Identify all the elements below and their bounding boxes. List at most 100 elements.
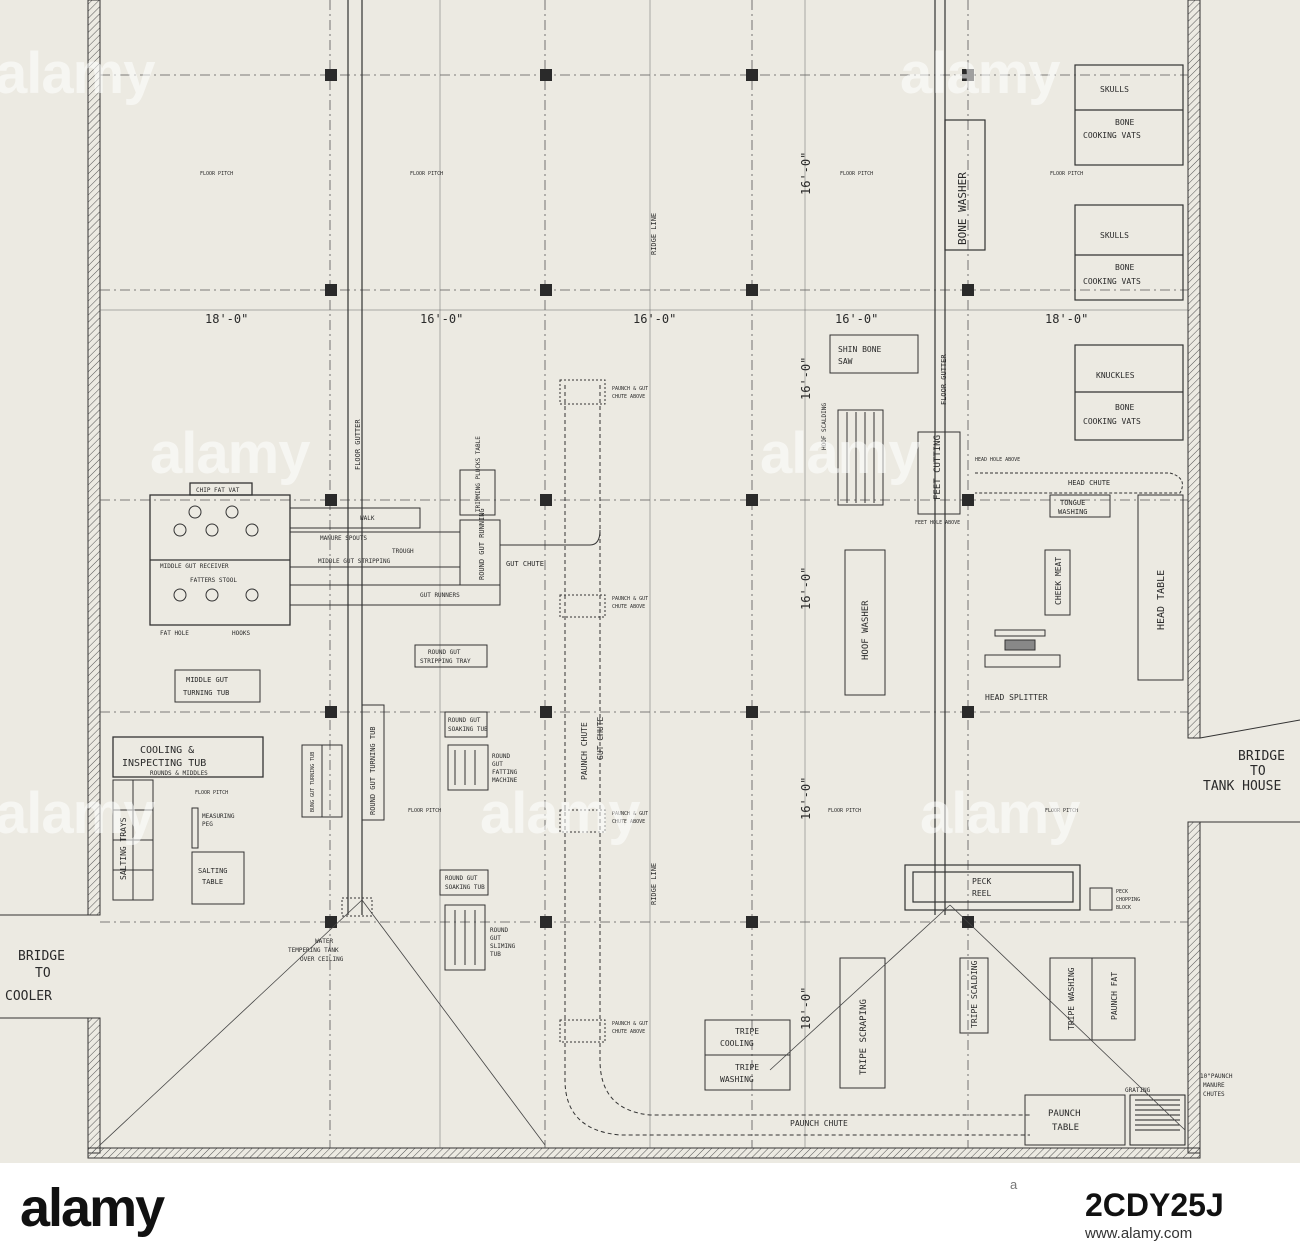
bridge-tank-label-c: TANK HOUSE <box>1203 779 1281 794</box>
middle-gut-turning-tub <box>174 669 261 703</box>
round-gut-fatting-label-c: FATTING <box>492 769 518 776</box>
bridge-cooler-label-b: TO <box>35 966 51 981</box>
measuring-peg-label-b: PEG <box>202 821 213 828</box>
shin-bone-saw-label-a: SHIN BONE <box>838 345 882 354</box>
bone-vats-3 <box>1074 344 1184 441</box>
round-gut-sliming-tub <box>444 904 486 971</box>
round-gut-sliming-label-a: ROUND <box>490 927 508 934</box>
round-gut-stripping-tray-label-a: ROUND GUT <box>428 649 461 656</box>
manure-spouts-label: MANURE SPOUTS <box>320 535 367 542</box>
columns <box>325 69 974 928</box>
bridge-tank-label-a: BRIDGE <box>1238 749 1285 764</box>
round-gut-fatting-label-d: MACHINE <box>492 777 518 784</box>
floor-plan-area: 18'-0" 16'-0" 16'-0" 16'-0" 18'-0" 16'-0… <box>0 0 1300 1163</box>
footer-url: www.alamy.com <box>1085 1225 1193 1242</box>
dim-18-left: 18'-0" <box>205 312 248 326</box>
paunch-gut-above-label-1b: CHUTE ABOVE <box>612 394 645 400</box>
tripe-scraping-label: TRIPE SCRAPING <box>859 999 869 1075</box>
feet-hole-label: FEET HOLE ABOVE <box>915 520 960 526</box>
head-splitter <box>984 629 1061 668</box>
footer-a-label: a <box>1010 1177 1018 1192</box>
chute-openings <box>559 379 606 1043</box>
dim-18-v5: 18'-0" <box>799 987 813 1030</box>
gut-chute-label: GUT CHUTE <box>506 560 544 568</box>
cooling-tub-label-c: ROUNDS & MIDDLES <box>150 770 208 777</box>
salting-trays-label: SALTING TRAYS <box>119 817 128 880</box>
head-chute-label: HEAD CHUTE <box>1068 479 1110 487</box>
floor-gutter-left: FLOOR GUTTER <box>354 419 362 470</box>
fatters-stool-label: FATTERS STOOL <box>190 577 237 584</box>
gut-cooling-tables <box>149 482 291 626</box>
cheek-meat <box>1044 549 1071 616</box>
floor-pitch-7: FLOOR PITCH <box>828 808 861 814</box>
round-gut-fatting-label-a: ROUND <box>492 753 510 760</box>
dim-16-a: 16'-0" <box>420 312 463 326</box>
round-gut-soaking-tub-2 <box>439 869 489 896</box>
head-table <box>1137 494 1184 681</box>
hoof-scalding-label: HOOF SCALDING <box>821 403 828 450</box>
head-table-label: HEAD TABLE <box>1156 570 1167 630</box>
shin-bone-saw <box>829 334 919 374</box>
peck-block-label-b: CHOPPING <box>1116 897 1140 903</box>
tripe-scalding-label: TRIPE SCALDING <box>970 960 979 1028</box>
round-gut-turning-tub-label: ROUND GUT TURNING TUB <box>369 726 377 815</box>
round-gut-soaking-tub-label-1b: SOAKING TUB <box>448 726 488 733</box>
round-gut-fatting-label-b: GUT <box>492 761 503 768</box>
paunch-chute-label-v: PAUNCH CHUTE <box>580 722 589 780</box>
middle-gut-turning-tub-label-a: MIDDLE GUT <box>186 676 229 684</box>
salting-table-label-b: TABLE <box>202 878 223 886</box>
round-gut-fatting-machine <box>447 744 489 791</box>
bone-washer <box>944 119 986 251</box>
gut-chute-label-v: GUT CHUTE <box>596 716 605 760</box>
bone-washer-label: BONE WASHER <box>956 172 969 245</box>
tripe-scraping <box>839 957 886 1089</box>
round-gut-stripping-tray <box>414 644 488 668</box>
bridge-cooler-label-c: COOLER <box>5 989 52 1004</box>
dim-18-right: 18'-0" <box>1045 312 1088 326</box>
paunch-gut-above-label-1a: PAUNCH & GUT <box>612 386 648 392</box>
trimming-plucks-table <box>459 469 496 516</box>
dim-16-v1: 16'-0" <box>799 152 813 195</box>
shin-bone-saw-label-b: SAW <box>838 357 853 366</box>
paunch-table <box>1024 1094 1126 1146</box>
grid-thin <box>100 0 1188 1148</box>
round-gut-sliming-label-b: GUT <box>490 935 501 942</box>
bridge-edges <box>0 719 1300 1019</box>
paunch-gut-above-label-2a: PAUNCH & GUT <box>612 596 648 602</box>
gut-runners-label: GUT RUNNERS <box>420 592 460 599</box>
peck-reel-label-a: PECK <box>972 877 991 886</box>
bone-vats-label-2b: COOKING VATS <box>1083 277 1141 286</box>
paunch-fat-label: PAUNCH FAT <box>1110 972 1119 1020</box>
tripe-washing-label-v: TRIPE WASHING <box>1067 967 1076 1030</box>
round-gut-soaking-tub-label-2b: SOAKING TUB <box>445 884 485 891</box>
paunch-gut-above-label-3b: CHUTE ABOVE <box>612 819 645 825</box>
floor-pitch-6: FLOOR PITCH <box>408 808 441 814</box>
head-splitter-label: HEAD SPLITTER <box>985 693 1048 702</box>
dim-16-v2: 16'-0" <box>799 357 813 400</box>
paunch-gut-above-label-4a: PAUNCH & GUT <box>612 1021 648 1027</box>
dim-16-c: 16'-0" <box>835 312 878 326</box>
round-gut-turning-tub <box>361 704 385 821</box>
roof-hip-lines <box>99 899 1186 1146</box>
paunch-table-label-b: TABLE <box>1052 1123 1079 1133</box>
walk-label: WALK <box>360 515 375 522</box>
tripe-washing-label-a: TRIPE <box>735 1063 759 1072</box>
water-tank-label-b: TEMPERING TANK <box>288 947 339 954</box>
chip-fat-vat-label: CHIP FAT VAT <box>196 487 240 494</box>
salting-table <box>191 851 245 905</box>
peck-block-label-c: BLOCK <box>1116 905 1131 911</box>
hooks-label: HOOKS <box>232 630 250 637</box>
middle-gut-turning-tub-label-b: TURNING TUB <box>183 689 229 697</box>
peck-block-label-a: PECK <box>1116 889 1128 895</box>
tripe-washing-label-b: WASHING <box>720 1075 754 1084</box>
water-tank-label-a: WATER <box>315 938 333 945</box>
water-tank-label-c: OVER CEILING <box>300 956 344 963</box>
cheek-meat-label: CHEEK MEAT <box>1054 557 1063 605</box>
measuring-peg-label-a: MEASURING <box>202 813 235 820</box>
tripe-cooling-label-b: COOLING <box>720 1039 754 1048</box>
round-gut-running-label: ROUND GUT RUNNING <box>478 508 486 580</box>
cooling-inspecting-tub <box>112 736 264 778</box>
head-chute <box>975 472 1183 494</box>
peck-chopping-block <box>1089 887 1113 911</box>
tripe-scalding <box>959 957 989 1034</box>
